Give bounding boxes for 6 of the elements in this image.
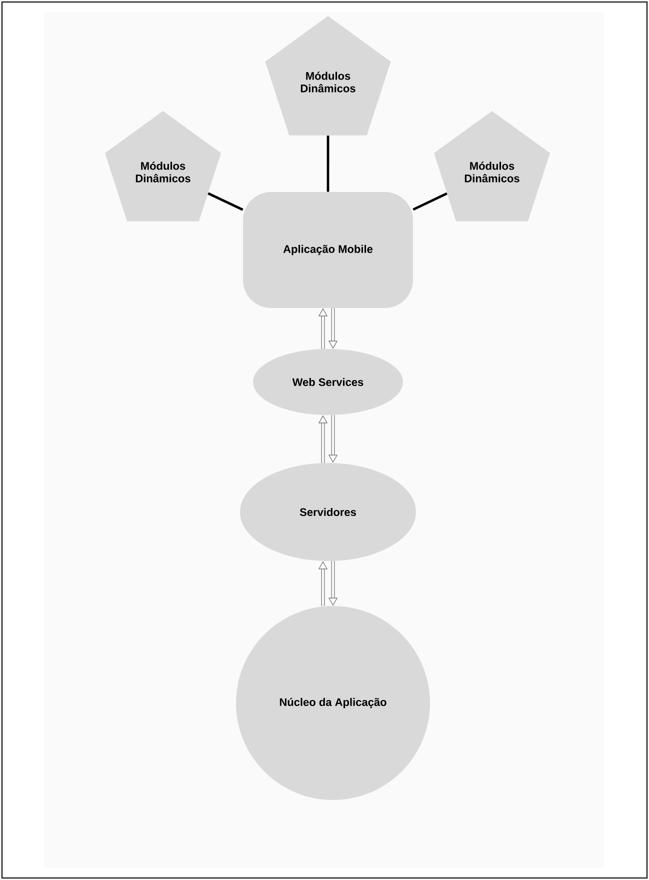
connector-line [412, 192, 448, 211]
pentagon: Módulos Dinâmicos [265, 16, 391, 136]
pentagon: Módulos Dinâmicos [434, 111, 550, 222]
pentagon: Módulos Dinâmicos [104, 111, 222, 222]
connector-line [208, 192, 244, 211]
connector-line [326, 136, 330, 192]
